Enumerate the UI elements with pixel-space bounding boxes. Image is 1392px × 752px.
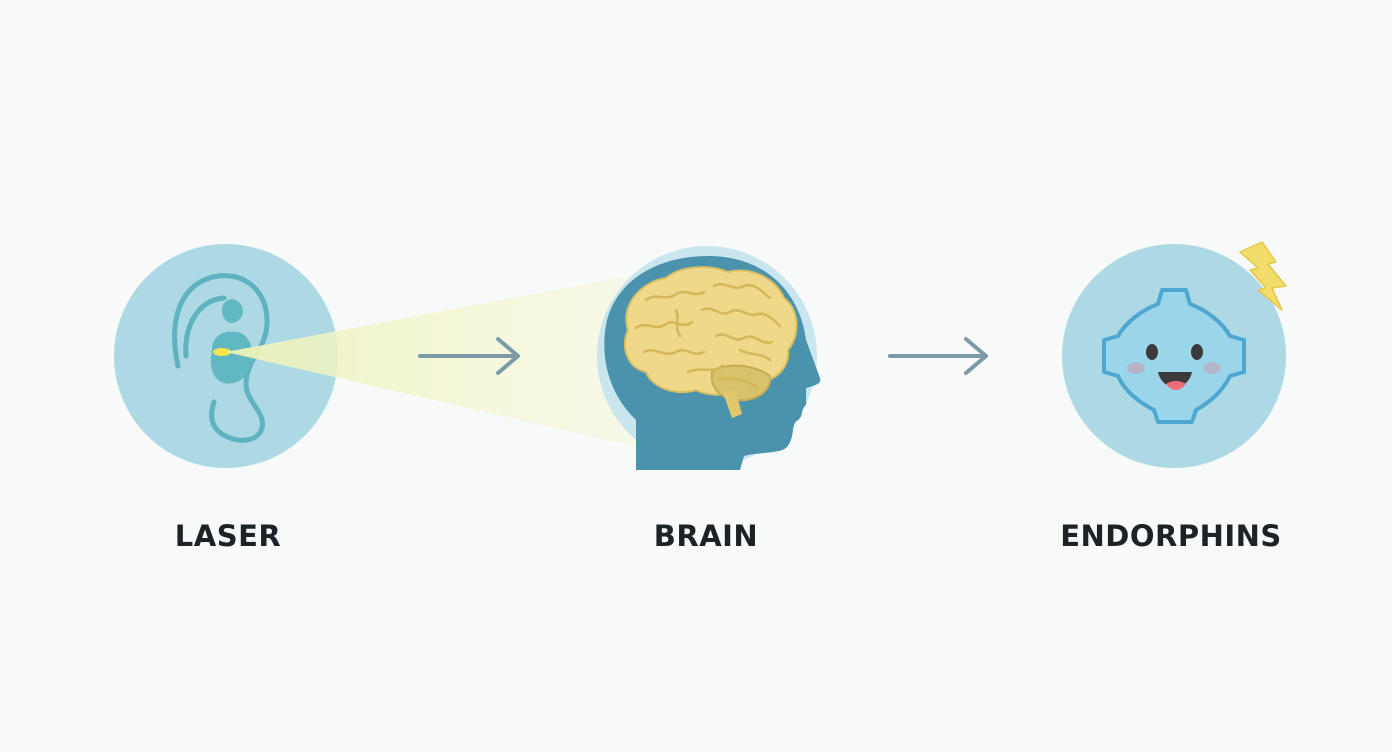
laser-beam xyxy=(226,274,650,450)
step-label-laser: LASER xyxy=(174,519,282,553)
ear-concha xyxy=(210,331,253,384)
endorphins-step xyxy=(1062,241,1287,468)
ear-step xyxy=(114,244,338,468)
arrow-right-icon xyxy=(888,337,988,375)
head-brain-icon xyxy=(604,256,821,470)
happy-molecule-icon xyxy=(1102,288,1246,424)
arrow-right-icon xyxy=(418,337,520,375)
brain-step xyxy=(597,246,821,470)
step-label-brain: BRAIN xyxy=(653,519,759,553)
spark-icon xyxy=(1239,241,1287,311)
ear-antihelix xyxy=(221,299,243,324)
step-label-endorphins: ENDORPHINS xyxy=(1060,519,1282,553)
laser-point xyxy=(213,348,231,356)
